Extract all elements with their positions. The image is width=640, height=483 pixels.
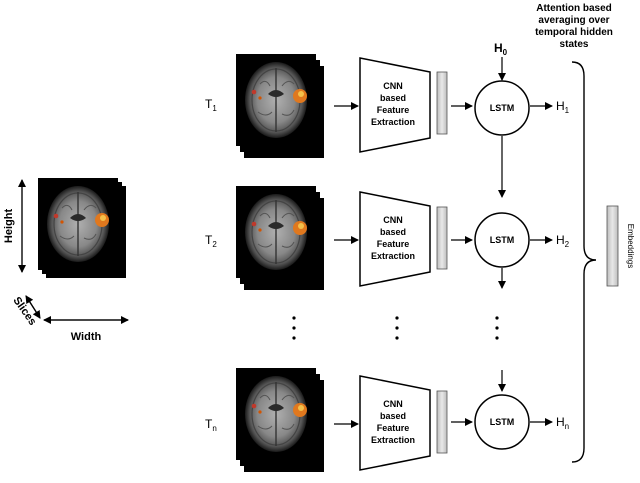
attention-title-line1: Attention based xyxy=(536,3,612,14)
slices-label: Slices xyxy=(10,295,38,328)
embedding-vector xyxy=(606,205,619,287)
attention-title-line2: averaging over xyxy=(538,15,609,26)
cnn-text-1-l4: Extraction xyxy=(371,117,415,127)
attention-title-line3: temporal hidden xyxy=(535,27,613,38)
lstm-cell-2 xyxy=(474,212,530,268)
cnn-text-2-l1: CNN xyxy=(383,215,403,225)
attention-title-line4: states xyxy=(560,39,589,50)
ellipsis-dots xyxy=(292,316,499,340)
lstm-cell-1 xyxy=(474,80,530,136)
width-label: Width xyxy=(71,331,102,343)
h-label-2: H2 xyxy=(556,233,570,249)
input-brain-volume xyxy=(37,177,127,279)
attention-brace xyxy=(571,61,597,463)
cnn-block-n xyxy=(359,375,431,471)
height-label: Height xyxy=(3,209,15,244)
cnn-text-n-l4: Extraction xyxy=(371,435,415,445)
lstm-text-2: LSTM xyxy=(490,235,515,245)
brain-stack-n xyxy=(235,367,325,473)
time-label-2: T2 xyxy=(205,233,217,249)
embedding-label: Embeddings xyxy=(626,224,635,268)
cnn-text-2-l2: based xyxy=(380,227,406,237)
row-2: T2 CNN based Feature Extraction LSTM H2 xyxy=(205,185,570,291)
row-n: Tn CNN based Feature Extraction LSTM Hn xyxy=(205,367,569,473)
lstm-cell-n xyxy=(474,394,530,450)
cnn-text-1-l1: CNN xyxy=(383,81,403,91)
slices-arrow xyxy=(25,295,41,319)
cnn-text-n-l2: based xyxy=(380,411,406,421)
feature-vector-1 xyxy=(436,71,448,135)
lstm-text-1: LSTM xyxy=(490,103,515,113)
cnn-text-n-l3: Feature xyxy=(377,423,410,433)
h-label-1: H1 xyxy=(556,99,570,115)
cnn-block-1 xyxy=(359,57,431,153)
cnn-text-2-l3: Feature xyxy=(377,239,410,249)
time-label-1: T1 xyxy=(205,97,217,113)
time-label-n: Tn xyxy=(205,417,217,433)
cnn-text-n-l1: CNN xyxy=(383,399,403,409)
cnn-text-1-l2: based xyxy=(380,93,406,103)
lstm-text-n: LSTM xyxy=(490,417,515,427)
cnn-block-2 xyxy=(359,191,431,287)
feature-vector-2 xyxy=(436,206,448,270)
cnn-text-1-l3: Feature xyxy=(377,105,410,115)
feature-vector-n xyxy=(436,390,448,454)
row-1: T1 CNN based Feature Extraction LSTM H1 xyxy=(205,53,570,159)
cnn-text-2-l4: Extraction xyxy=(371,251,415,261)
brain-stack-2 xyxy=(235,185,325,291)
h0-label: H0 xyxy=(494,41,508,57)
brain-stack-1 xyxy=(235,53,325,159)
h-label-n: Hn xyxy=(556,415,569,431)
